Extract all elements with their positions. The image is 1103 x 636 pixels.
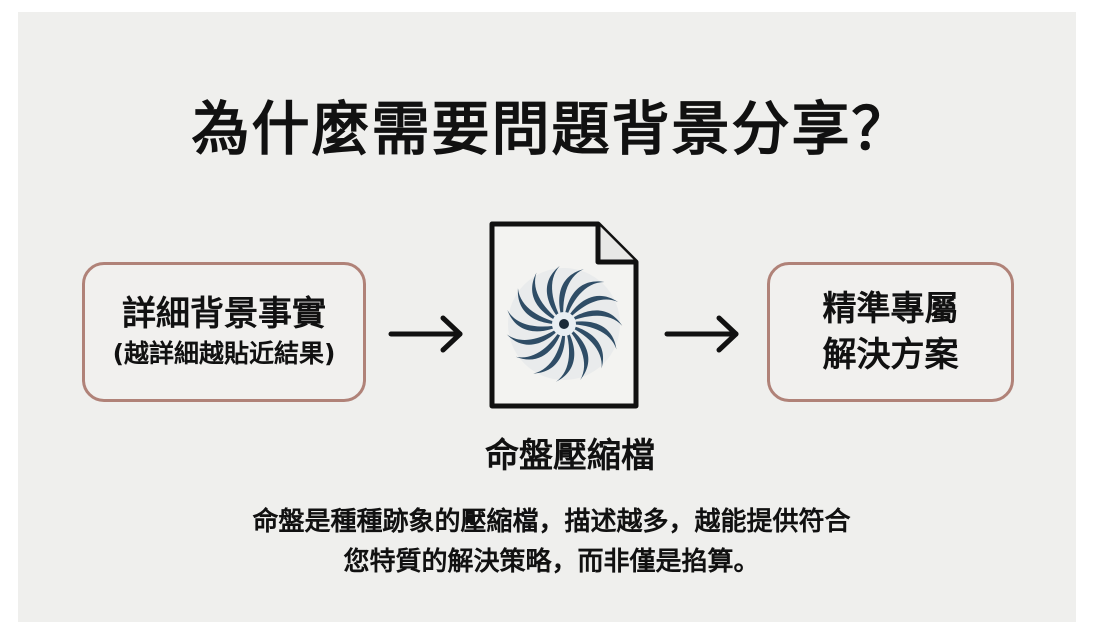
output-box-line2: 解決方案	[822, 335, 959, 375]
description-line1: 命盤是種種跡象的壓縮檔，描述越多，越能提供符合	[252, 507, 851, 537]
output-box-solution: 精準專屬 解決方案	[767, 262, 1014, 402]
arrow-right-icon	[388, 315, 463, 353]
description: 命盤是種種跡象的壓縮檔，描述越多，越能提供符合 您特質的解決策略，而非僅是掐算。	[0, 502, 1103, 582]
page-title: 為什麼需要問題背景分享？	[191, 95, 912, 163]
document-spiral-icon	[489, 221, 639, 409]
compressed-chart-label: 命盤壓縮檔	[485, 436, 655, 476]
description-line2: 您特質的解決策略，而非僅是掐算。	[343, 547, 760, 577]
arrow-right-icon	[664, 315, 739, 353]
input-box-subtitle: (越詳細越貼近結果)	[112, 339, 336, 368]
output-box-line1: 精準專屬	[822, 289, 959, 329]
input-box-background-facts: 詳細背景事實 (越詳細越貼近結果)	[82, 262, 366, 402]
input-box-title: 詳細背景事實	[122, 294, 326, 334]
